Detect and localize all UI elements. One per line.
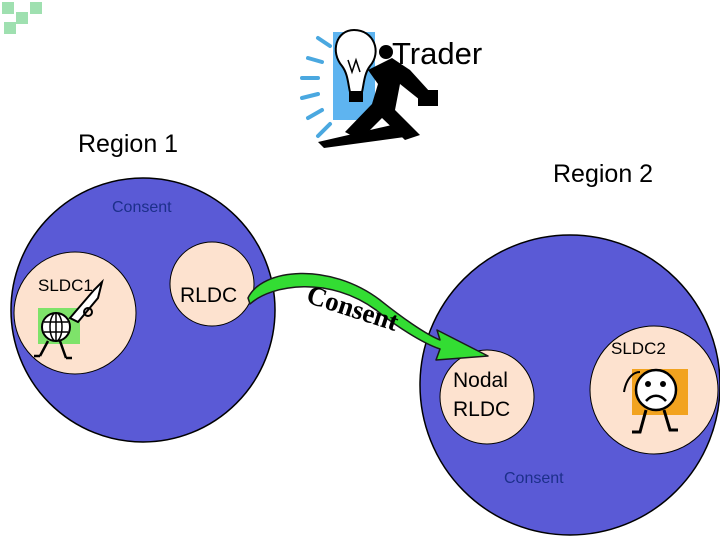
consent-arrow	[247, 272, 489, 361]
nodal-rldc-label-line1: Nodal	[453, 369, 508, 392]
consent-label-top: Consent	[112, 199, 172, 216]
region2-label: Region 2	[553, 160, 653, 188]
nodal-rldc-node	[439, 349, 535, 445]
consent-label-bottom: Consent	[504, 470, 564, 487]
region2-circle	[419, 234, 720, 536]
worried-person-icon	[623, 368, 688, 434]
sldc1-label: SLDC1	[38, 276, 93, 295]
trader-label: Trader	[392, 36, 482, 71]
nodal-rldc-label-line2: RLDC	[453, 398, 510, 421]
globe-rocket-icon	[34, 278, 104, 360]
trader-icon	[300, 28, 438, 148]
rldc-node	[169, 241, 255, 327]
region1-label: Region 1	[78, 130, 178, 158]
rldc-label: RLDC	[180, 284, 237, 307]
bullet-icon	[2, 2, 42, 34]
sldc2-label: SLDC2	[611, 339, 666, 358]
